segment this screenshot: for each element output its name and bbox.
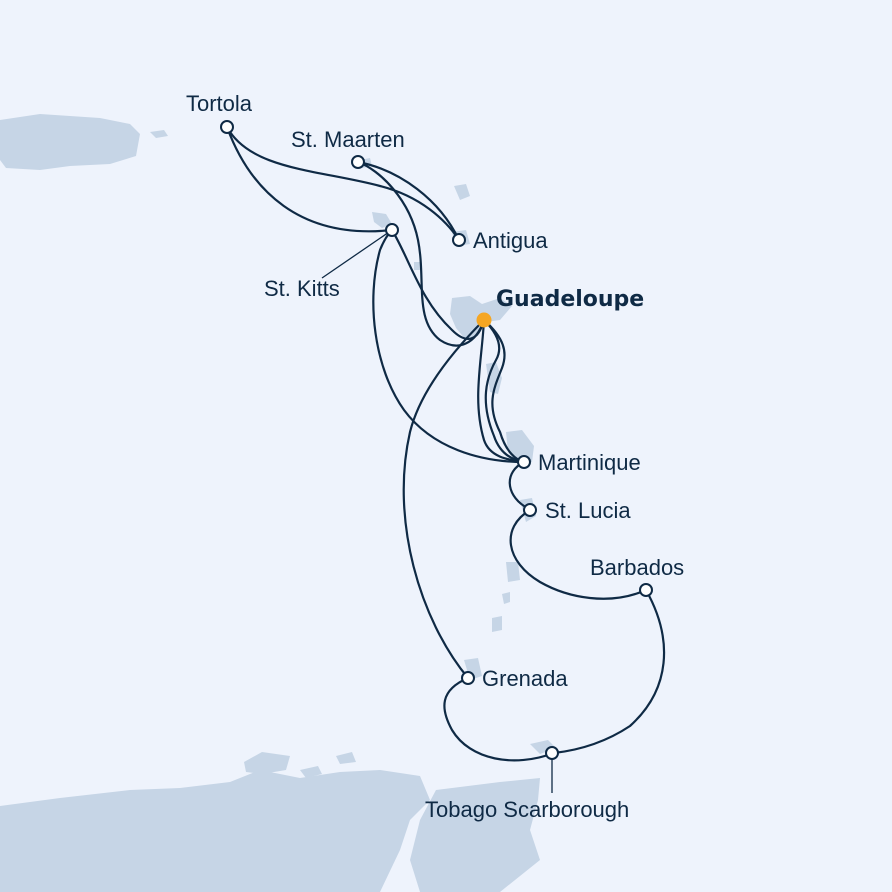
port-marker-st-lucia[interactable]: [523, 503, 537, 517]
land-virgin-islands: [150, 130, 168, 138]
port-marker-st-kitts[interactable]: [385, 223, 399, 237]
port-markers: [220, 120, 653, 760]
land-grenadines-2: [492, 616, 502, 632]
cruise-routes: [225, 125, 666, 762]
land-barbuda: [454, 184, 470, 200]
port-marker-st-maarten[interactable]: [351, 155, 365, 169]
route-martinique-st-kitts: [372, 228, 526, 464]
port-marker-barbados[interactable]: [639, 583, 653, 597]
port-label-tobago[interactable]: Tobago Scarborough: [425, 797, 629, 822]
route-grenada-guadeloupe: [402, 318, 486, 680]
port-marker-grenada[interactable]: [461, 671, 475, 685]
port-marker-antigua[interactable]: [452, 233, 466, 247]
route-guadeloupe-martinique-c: [482, 318, 526, 464]
land-tobago: [530, 740, 556, 754]
land-venezuela: [0, 770, 430, 892]
land-margarita: [336, 752, 356, 764]
land-st-vincent: [506, 562, 520, 582]
route-tortola-st-kitts: [225, 125, 394, 233]
land-dominica: [486, 362, 502, 394]
land-grenadines-1: [502, 592, 510, 604]
port-marker-martinique[interactable]: [517, 455, 531, 469]
port-marker-tobago[interactable]: [545, 746, 559, 760]
route-barbados-tobago: [552, 588, 666, 755]
port-label-grenada[interactable]: Grenada: [482, 666, 568, 691]
st-kitts-leader-line: [321, 229, 393, 279]
route-guadeloupe-martinique-b: [482, 318, 526, 464]
port-labels: Tortola St. Maarten Antigua St. Kitts Gu…: [186, 91, 684, 822]
route-st-maarten-antigua: [356, 160, 461, 242]
land-venezuela-islet-1: [244, 752, 290, 774]
land-trinidad: [410, 778, 540, 892]
home-port-marker-guadeloupe[interactable]: [476, 312, 492, 328]
port-label-tortola[interactable]: Tortola: [186, 91, 253, 116]
port-label-st-maarten[interactable]: St. Maarten: [291, 127, 405, 152]
route-guadeloupe-martinique-a: [477, 318, 526, 464]
port-label-st-lucia[interactable]: St. Lucia: [545, 498, 631, 523]
port-marker-tortola[interactable]: [220, 120, 234, 134]
land-venezuela-islet-2: [300, 766, 322, 778]
land-st-kitts: [372, 212, 392, 228]
port-label-martinique[interactable]: Martinique: [538, 450, 641, 475]
home-port-label-guadeloupe[interactable]: Guadeloupe: [496, 287, 644, 312]
route-tobago-grenada: [443, 676, 556, 762]
land-montserrat: [414, 262, 420, 270]
port-label-barbados[interactable]: Barbados: [590, 555, 684, 580]
route-st-maarten-guadeloupe: [356, 160, 486, 347]
land-masses: [0, 114, 556, 892]
land-puerto-rico: [0, 114, 140, 170]
port-label-st-kitts[interactable]: St. Kitts: [264, 276, 340, 301]
route-tortola-antigua: [225, 125, 461, 242]
port-label-antigua[interactable]: Antigua: [473, 228, 548, 253]
route-st-lucia-barbados: [509, 508, 648, 600]
